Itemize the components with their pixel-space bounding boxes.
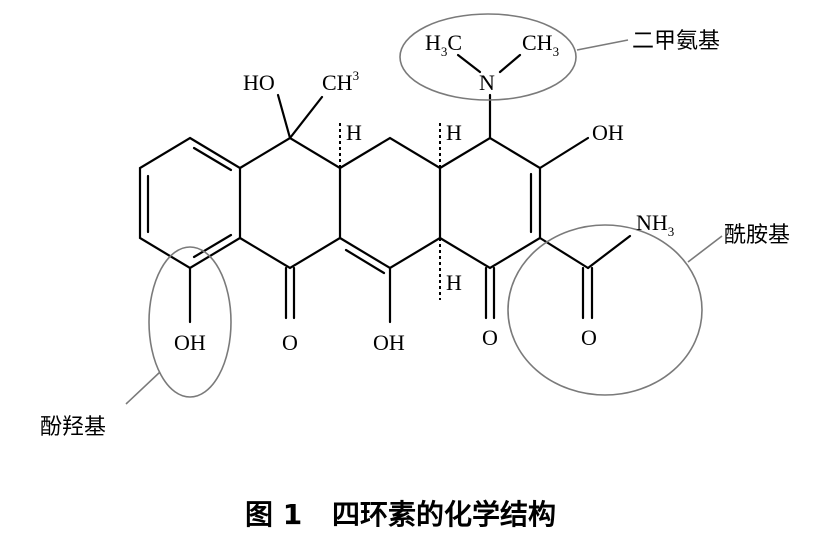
ch3-right-label: CH3 [522,30,559,59]
ho-top-label: HO [243,70,275,95]
o-ketone2-label: O [482,325,498,350]
h3c-label: H3C [425,30,462,59]
h-left-label: H [346,120,362,145]
caption-number: 图 1 [245,498,302,531]
amide-ellipse [507,224,703,396]
o-ketone1-label: O [282,330,298,355]
leader-amide [687,235,723,263]
phenol-ellipse [148,246,232,398]
dimethylamino-ellipse [399,13,577,101]
leader-dimethylamino [576,39,629,51]
ring-bonds [138,136,542,275]
atom-labels: H3C CH3 N HO CH3 H H H OH NH3 OH O OH O … [174,30,674,355]
amide-label: 酰胺基 [724,223,790,248]
leader-phenol [125,371,161,405]
substituent-bonds [188,53,632,324]
h-lower-label: H [446,270,462,295]
dimethylamino-label: 二甲氨基 [632,29,720,54]
nitrogen-label: N [479,70,495,95]
stereo-hash-bonds [339,110,491,300]
nh-label: NH3 [636,210,674,239]
phenolic-hydroxyl-label: 酚羟基 [40,415,106,440]
oh-phenol-label: OH [174,330,206,355]
ch3-top-label: CH3 [322,68,359,95]
caption-title: 四环素的化学结构 [332,498,556,531]
oh-right-label: OH [592,120,624,145]
oh-mid-label: OH [373,330,405,355]
h-mid-label: H [446,120,462,145]
o-amide-label: O [581,325,597,350]
